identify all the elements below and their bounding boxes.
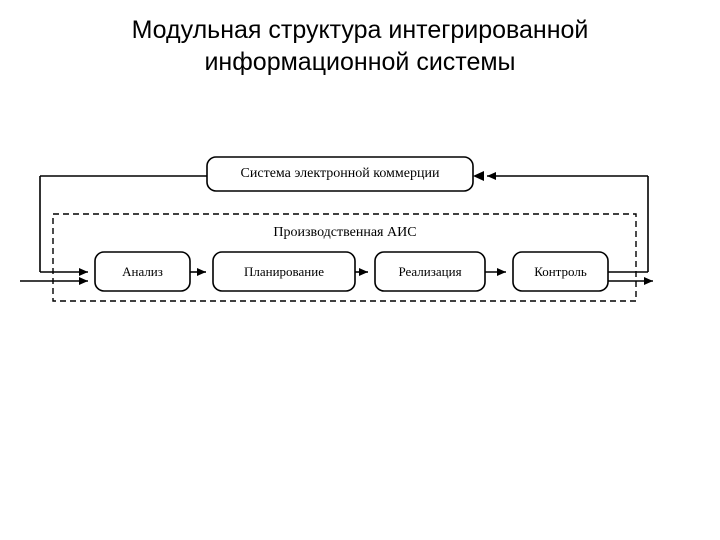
node-ecommerce-system[interactable] xyxy=(206,156,474,192)
feedback-arrowhead-into-ecommerce xyxy=(473,171,484,181)
node-realization[interactable] xyxy=(374,251,486,292)
node-analysis[interactable] xyxy=(94,251,191,292)
node-planning[interactable] xyxy=(212,251,356,292)
node-control[interactable] xyxy=(512,251,609,292)
page-title: Модульная структура интегрированной инфо… xyxy=(131,16,589,76)
container-ais-boundary xyxy=(52,213,637,302)
edge-feedback-loop xyxy=(39,172,649,273)
